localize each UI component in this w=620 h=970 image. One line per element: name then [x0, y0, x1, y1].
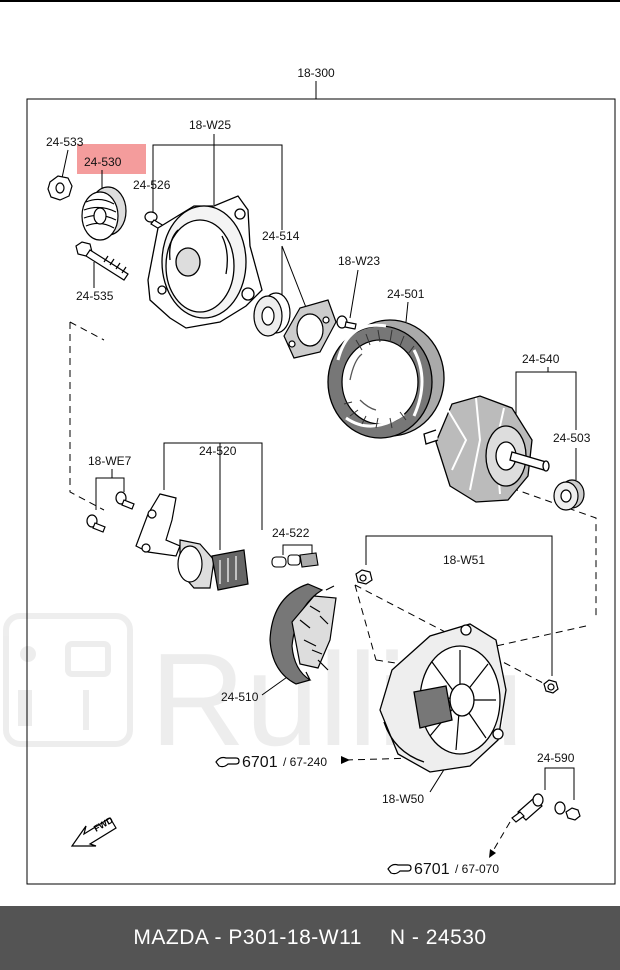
part-nut-24-533[interactable]	[47, 175, 73, 201]
label-18-W50[interactable]: 18-W50	[382, 792, 424, 806]
part-rotor-24-540[interactable]	[423, 395, 550, 503]
part-front-bracket-18-W25[interactable]	[147, 195, 263, 329]
pointing-hand-icon	[215, 756, 240, 768]
highlight-box	[77, 144, 146, 174]
ref-main-1: 6701	[242, 754, 278, 771]
label-24-520[interactable]: 24-520	[199, 444, 237, 458]
part-screw-18-W23[interactable]	[336, 315, 357, 330]
part-info-footer: MAZDA - P301-18-W11 N - 24530	[0, 906, 620, 970]
reference-67-240[interactable]: 6701 / 67-240	[215, 754, 327, 771]
label-24-590[interactable]: 24-590	[537, 751, 575, 765]
footer-part-code: MAZDA - P301-18-W11	[133, 926, 362, 949]
label-18-W23[interactable]: 18-W23	[338, 254, 380, 268]
footer-part-number: N - 24530	[389, 926, 487, 949]
part-rear-housing-18-W50[interactable]	[379, 623, 507, 773]
label-18-W25[interactable]: 18-W25	[189, 118, 231, 132]
part-regulator-24-520[interactable]	[135, 493, 249, 591]
assembly-frame	[26, 98, 616, 885]
label-24-540[interactable]: 24-540	[522, 352, 560, 366]
label-24-514[interactable]: 24-514	[262, 229, 300, 243]
assembly-label: 18-300	[297, 66, 335, 80]
ref-sub-1: / 67-240	[283, 755, 327, 769]
label-18-W51[interactable]: 18-W51	[443, 553, 485, 567]
label-24-533[interactable]: 24-533	[46, 135, 84, 149]
label-24-501[interactable]: 24-501	[387, 287, 425, 301]
label-24-526[interactable]: 24-526	[133, 178, 171, 192]
pointing-hand-icon	[387, 863, 412, 875]
label-24-535[interactable]: 24-535	[76, 289, 114, 303]
part-bolt-24-535[interactable]	[75, 241, 129, 281]
part-fasteners-18-W51[interactable]	[355, 569, 559, 694]
ref-main-2: 6701	[414, 861, 450, 878]
part-stator-24-501[interactable]	[327, 319, 445, 439]
label-24-510[interactable]: 24-510	[221, 690, 259, 704]
label-24-522[interactable]: 24-522	[272, 526, 310, 540]
label-18-WE7[interactable]: 18-WE7	[88, 454, 132, 468]
exploded-parts-diagram: Rulliru 18-300 24-533 24-530 18-W25 24-5…	[0, 0, 620, 885]
reference-67-070[interactable]: 6701 / 67-070	[387, 861, 499, 878]
part-retainer-plate[interactable]	[283, 299, 337, 359]
fwd-arrow-icon: FWD	[70, 815, 117, 847]
label-24-503[interactable]: 24-503	[553, 431, 591, 445]
part-terminal-24-590[interactable]	[511, 793, 581, 823]
label-24-530[interactable]: 24-530	[84, 155, 122, 169]
part-pulley-24-530[interactable]	[81, 186, 127, 241]
part-bearing-24-503[interactable]	[553, 479, 585, 511]
part-rectifier-24-510[interactable]	[269, 583, 337, 685]
part-bearing-24-514[interactable]	[253, 292, 291, 337]
ref-sub-2: / 67-070	[455, 862, 499, 876]
leader-lines	[61, 134, 577, 800]
part-screws-18-WE7[interactable]	[86, 491, 135, 533]
part-brushes-24-522[interactable]	[271, 552, 319, 568]
